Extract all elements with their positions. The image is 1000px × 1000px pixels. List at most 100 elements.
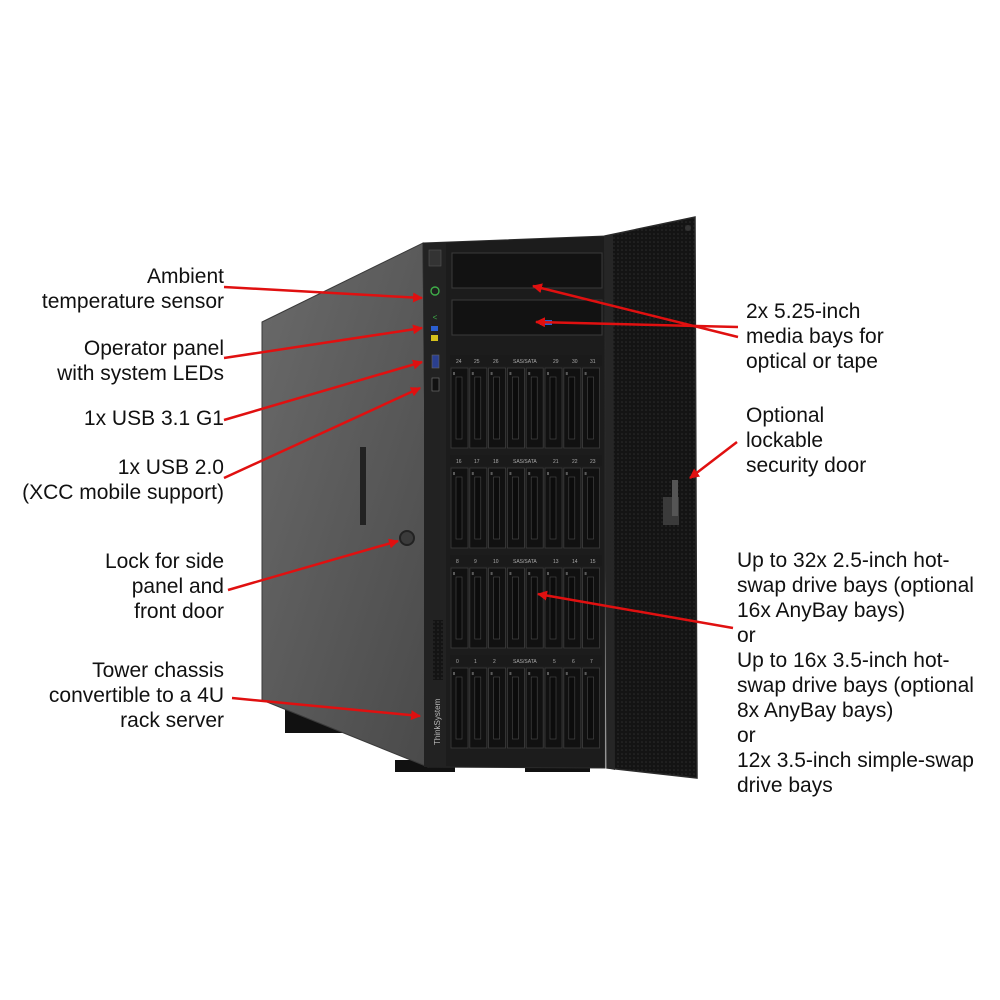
power-button bbox=[430, 286, 440, 296]
arrow-usb31 bbox=[223, 359, 423, 422]
ambient-sensor bbox=[428, 249, 442, 267]
drive-led bbox=[584, 672, 587, 675]
side-handle bbox=[360, 447, 366, 525]
bay-number: 15 bbox=[590, 559, 596, 565]
drive-led bbox=[509, 572, 512, 575]
drive-tray-handle bbox=[455, 376, 463, 440]
brand-label: ThinkSystem bbox=[433, 698, 442, 745]
label-drive-bays: Up to 32x 2.5-inch hot- swap drive bays … bbox=[737, 549, 974, 797]
drive-led bbox=[490, 672, 493, 675]
bay-interface-label: SAS/SATA bbox=[513, 559, 537, 565]
drive-led bbox=[528, 672, 531, 675]
side-lock bbox=[399, 530, 415, 546]
drive-tray-handle bbox=[512, 376, 519, 440]
drive-tray-handle bbox=[530, 376, 538, 440]
drive-tray-handle bbox=[455, 576, 463, 640]
drive-led bbox=[584, 472, 587, 475]
drive-tray-handle bbox=[549, 576, 557, 640]
drive-led bbox=[565, 472, 568, 475]
arrow-ambient bbox=[223, 285, 423, 303]
arrow-door bbox=[689, 441, 738, 479]
drive-tray-handle bbox=[568, 576, 576, 640]
bay-number: 26 bbox=[493, 359, 499, 365]
arrow-usb20 bbox=[223, 386, 421, 480]
drive-tray-handle bbox=[549, 676, 557, 740]
label-lock: Lock for side panel and front door bbox=[104, 550, 224, 623]
drive-led bbox=[490, 472, 493, 475]
bay-number: 6 bbox=[572, 659, 575, 665]
drive-led bbox=[471, 672, 474, 675]
drive-led bbox=[547, 372, 549, 375]
bay-number: 29 bbox=[553, 359, 559, 365]
security-door bbox=[604, 216, 698, 779]
drive-tray-handle bbox=[474, 376, 482, 440]
drive-tray-handle bbox=[474, 476, 482, 540]
bay-number: 0 bbox=[456, 659, 459, 665]
label-media-bays: 2x 5.25-inch media bays for optical or t… bbox=[746, 300, 884, 373]
drive-tray-handle bbox=[568, 476, 576, 540]
drive-led bbox=[528, 572, 531, 575]
drive-tray-handle bbox=[587, 576, 594, 640]
drive-led bbox=[565, 572, 568, 575]
drive-led bbox=[471, 372, 474, 375]
drive-tray-handle bbox=[493, 476, 500, 540]
drive-led bbox=[509, 372, 512, 375]
drive-tray-handle bbox=[530, 576, 538, 640]
bay-number: 23 bbox=[590, 459, 596, 465]
label-operator-panel: Operator panel with system LEDs bbox=[57, 337, 224, 385]
drive-led bbox=[528, 472, 531, 475]
media-bay-2 bbox=[451, 299, 603, 336]
drive-tray-handle bbox=[493, 576, 500, 640]
arrow-lock bbox=[227, 538, 399, 592]
drive-led bbox=[471, 472, 474, 475]
drive-tray-handle bbox=[474, 676, 482, 740]
bay-number: 21 bbox=[553, 459, 559, 465]
drive-tray-handle bbox=[530, 676, 538, 740]
media-bay-1 bbox=[451, 252, 603, 289]
label-tower: Tower chassis convertible to a 4U rack s… bbox=[48, 659, 224, 732]
bay-cage-header bbox=[450, 455, 602, 466]
drive-led bbox=[471, 572, 474, 575]
side-panel bbox=[261, 242, 429, 768]
drive-tray-handle bbox=[568, 676, 576, 740]
label-usb20: 1x USB 2.0 (XCC mobile support) bbox=[22, 456, 224, 504]
error-led bbox=[431, 335, 438, 341]
drive-tray-handle bbox=[455, 476, 463, 540]
door-screw bbox=[685, 225, 691, 231]
arrow-media-1 bbox=[532, 283, 739, 339]
drive-tray-handle bbox=[568, 376, 576, 440]
drive-led bbox=[584, 372, 587, 375]
drive-tray-handle bbox=[474, 576, 482, 640]
bay-number: 7 bbox=[590, 659, 593, 665]
drive-tray-handle bbox=[493, 376, 500, 440]
drive-led bbox=[509, 472, 512, 475]
drive-tray-handle bbox=[512, 576, 519, 640]
id-led bbox=[431, 326, 438, 331]
drive-led bbox=[528, 372, 531, 375]
label-usb31: 1x USB 3.1 G1 bbox=[83, 407, 224, 430]
bay-interface-label: SAS/SATA bbox=[513, 459, 537, 465]
door-latch bbox=[672, 480, 678, 516]
bay-number: 25 bbox=[474, 359, 480, 365]
bay-number: 10 bbox=[493, 559, 499, 565]
usb31-port bbox=[431, 354, 440, 369]
bay-number: 17 bbox=[474, 459, 480, 465]
bay-interface-label: SAS/SATA bbox=[513, 659, 537, 665]
drive-tray-handle bbox=[530, 476, 538, 540]
drive-led bbox=[547, 572, 549, 575]
bay-number: 22 bbox=[572, 459, 578, 465]
bay-number: 13 bbox=[553, 559, 559, 565]
drive-led bbox=[565, 672, 568, 675]
arrow-operator bbox=[223, 324, 423, 360]
drive-tray-handle bbox=[549, 476, 557, 540]
arrow-tower bbox=[231, 696, 421, 721]
bay-number: 1 bbox=[474, 659, 477, 665]
drive-led bbox=[453, 672, 455, 675]
drive-tray-handle bbox=[512, 476, 519, 540]
bay-number: 9 bbox=[474, 559, 477, 565]
bay-interface-label: SAS/SATA bbox=[513, 359, 537, 365]
drive-led bbox=[490, 372, 493, 375]
usb20-port bbox=[431, 377, 440, 392]
